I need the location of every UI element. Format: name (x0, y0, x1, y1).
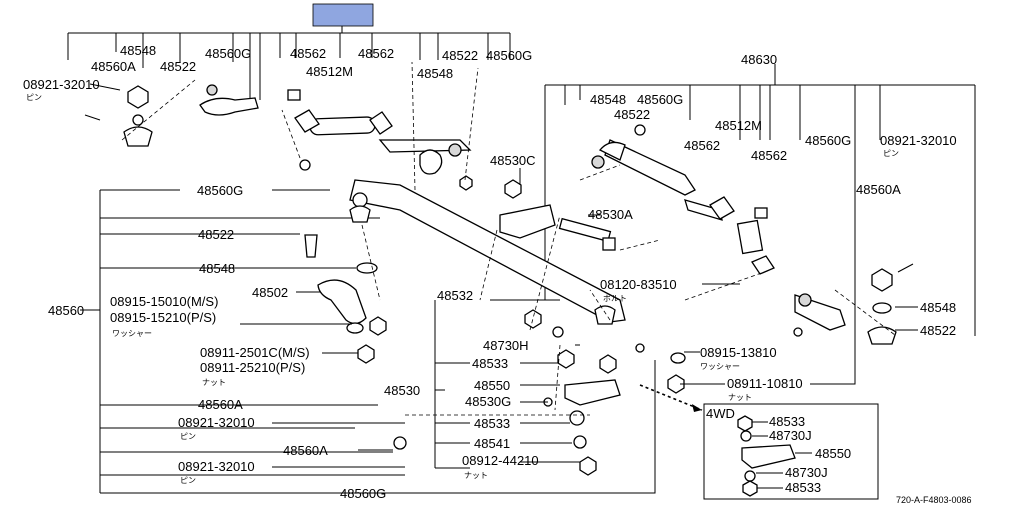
parts-artwork (84, 84, 914, 476)
label: 48560G (486, 48, 532, 63)
label: 48550 (815, 446, 851, 461)
leader-lines (121, 61, 896, 416)
label: 08915-15210(P/S) (110, 310, 216, 325)
label: 48562 (684, 138, 720, 153)
label: 48560G (205, 46, 251, 61)
label: 08921-32010 (880, 133, 957, 148)
label: 48530C (490, 153, 536, 168)
label: 48533 (472, 356, 508, 371)
label: 48560G (637, 92, 683, 107)
label: 48560G (805, 133, 851, 148)
label: 48562 (751, 148, 787, 163)
label-jp: ピン (180, 432, 196, 441)
label-jp: ワッシャー (700, 362, 740, 371)
label: 08911-2501C(M/S) (200, 345, 310, 360)
label: 08921-32010 (178, 459, 255, 474)
label: 48548 (920, 300, 956, 315)
label: 48533 (785, 480, 821, 495)
label: 48560 (48, 303, 84, 318)
label: 48730J (785, 465, 828, 480)
label: 48548 (590, 92, 626, 107)
label: 48560A (856, 182, 901, 197)
label: 08912-44210 (462, 453, 539, 468)
label: 48550 (474, 378, 510, 393)
footer-code: 720-A-F4803-0086 (896, 495, 972, 505)
label: 48560G (340, 486, 386, 501)
label: 48541 (474, 436, 510, 451)
label: 48630 (741, 52, 777, 67)
label: 48530G (465, 394, 511, 409)
inset-arrow (639, 384, 703, 411)
label: 48502 (252, 285, 288, 300)
label: 48522 (920, 323, 956, 338)
inset-box-4wd (703, 403, 879, 500)
label-jp: ピン (26, 93, 42, 102)
label: 48730H (483, 338, 529, 353)
label: 08915-13810 (700, 345, 777, 360)
label: 48522 (442, 48, 478, 63)
label: 48512M (306, 64, 353, 79)
label: 48512M (715, 118, 762, 133)
label: 48532 (437, 288, 473, 303)
label-ticks (89, 83, 918, 468)
label: 48548 (120, 43, 156, 58)
label-jp: ボルト (603, 294, 627, 303)
part-labels: 48548 48560A 48522 48560G 08921-32010 ピン… (23, 43, 972, 505)
label-jp: ピン (883, 149, 899, 158)
label: 48562 (358, 46, 394, 61)
label-jp: ワッシャー (112, 329, 152, 338)
label: 48533 (769, 414, 805, 429)
label: 48730J (769, 428, 812, 443)
label-jp: ナット (202, 378, 226, 387)
label: 48560G (197, 183, 243, 198)
label-jp: ピン (180, 476, 196, 485)
bracket-lines (67, 26, 976, 494)
label: 48562 (290, 46, 326, 61)
label: 48522 (614, 107, 650, 122)
label: 48560A (91, 59, 136, 74)
label: 48522 (198, 227, 234, 242)
label: 08911-10810 (727, 376, 803, 391)
label: 08911-25210(P/S) (200, 360, 305, 375)
label-jp: ナット (728, 393, 752, 402)
label: 48560A (283, 443, 328, 458)
label: 08915-15010(M/S) (110, 294, 218, 309)
label: 48530 (384, 383, 420, 398)
label: 48548 (199, 261, 235, 276)
label-jp: ナット (464, 471, 488, 480)
label: 48522 (160, 59, 196, 74)
label: 48560A (198, 397, 243, 412)
label: 08921-32010 (23, 77, 100, 92)
label: 08921-32010 (178, 415, 255, 430)
inset-title: 4WD (706, 406, 735, 421)
header-box (312, 3, 374, 27)
label: 48533 (474, 416, 510, 431)
label: 48530A (588, 207, 633, 222)
label: 48548 (417, 66, 453, 81)
label: 08120-83510 (600, 277, 677, 292)
inset-parts (737, 415, 812, 497)
